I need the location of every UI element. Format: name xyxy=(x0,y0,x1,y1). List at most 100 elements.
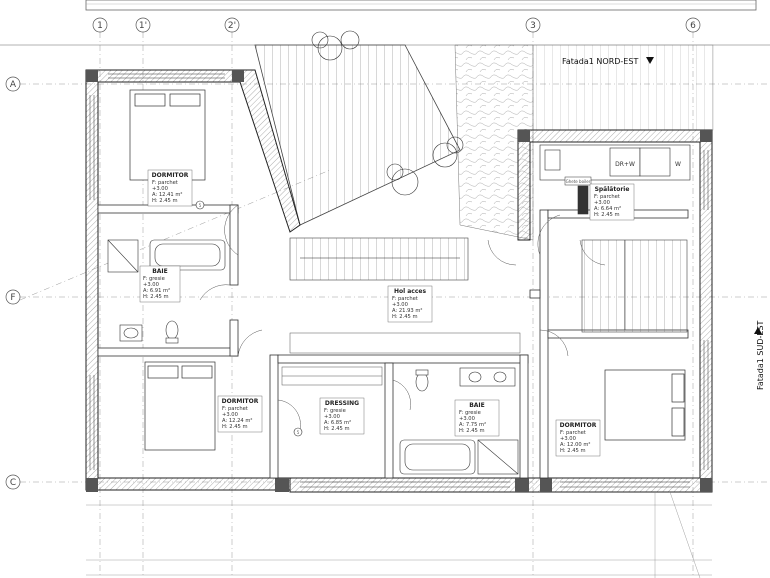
grid-axis-2-prime: 2' xyxy=(224,17,240,33)
svg-text:BAIE: BAIE xyxy=(152,268,168,275)
exterior-walls xyxy=(85,69,713,493)
svg-text:F: parchet: F: parchet xyxy=(152,180,178,186)
section-marker: 5 xyxy=(293,427,303,437)
svg-text:A: 12.24 m²: A: 12.24 m² xyxy=(222,418,253,424)
svg-text:Fatada1 NORD-EST: Fatada1 NORD-EST xyxy=(562,57,638,66)
svg-text:3: 3 xyxy=(530,21,536,31)
svg-text:F: F xyxy=(10,293,15,303)
svg-text:F: parchet: F: parchet xyxy=(392,296,418,302)
room-label-dressing: DRESSING F: gresie +3.00 A: 6.85 m² H: 2… xyxy=(319,397,365,435)
grid-axis-c: C xyxy=(5,474,21,490)
svg-text:5: 5 xyxy=(297,430,300,435)
svg-text:+3.00: +3.00 xyxy=(222,412,238,418)
svg-text:Spălătorie: Spălătorie xyxy=(595,186,630,193)
washer-label: W xyxy=(675,161,681,168)
room-label-baie-1: BAIE F: gresie +3.00 A: 6.91 m² H: 2.45 … xyxy=(139,265,181,303)
svg-text:Fatada1 SUD-EST: Fatada1 SUD-EST xyxy=(756,320,765,390)
svg-text:DORMITOR: DORMITOR xyxy=(560,422,597,429)
svg-text:+3.00: +3.00 xyxy=(143,282,159,288)
svg-text:+3.00: +3.00 xyxy=(459,416,475,422)
shower-icon xyxy=(107,239,139,273)
svg-text:H: 2.45 m: H: 2.45 m xyxy=(152,198,178,204)
bottom-dimension-lines xyxy=(86,491,712,578)
svg-text:1: 1 xyxy=(97,21,103,31)
svg-text:W: W xyxy=(675,161,681,168)
bathtub-icon xyxy=(149,239,226,271)
svg-text:A: 12.00 m²: A: 12.00 m² xyxy=(560,442,591,448)
svg-text:H: 2.45 m: H: 2.45 m xyxy=(324,426,350,432)
roof-slope xyxy=(254,44,714,241)
svg-text:A: 6.91 m²: A: 6.91 m² xyxy=(143,288,170,294)
room-label-baie-2: BAIE F: gresie +3.00 A: 7.75 m² H: 2.45 … xyxy=(454,399,500,437)
svg-text:+3.00: +3.00 xyxy=(152,186,168,192)
grid-axis-1-prime: 1' xyxy=(135,17,151,33)
svg-text:DORMITOR: DORMITOR xyxy=(152,172,189,179)
grid-axis-3: 3 xyxy=(525,17,541,33)
grid-axis-1: 1 xyxy=(92,17,108,33)
svg-text:DR+W: DR+W xyxy=(615,161,635,168)
tree-icon xyxy=(432,136,464,168)
svg-text:H: 2.45 m: H: 2.45 m xyxy=(560,448,586,454)
laundry-counter xyxy=(539,144,691,215)
svg-text:5: 5 xyxy=(199,203,202,208)
facade-south-east-label: Fatada1 SUD-EST xyxy=(754,320,765,390)
svg-text:H: 2.45 m: H: 2.45 m xyxy=(392,314,418,320)
svg-text:H: 2.45 m: H: 2.45 m xyxy=(222,424,248,430)
svg-text:6: 6 xyxy=(690,21,696,31)
staircase xyxy=(289,237,688,333)
svg-text:2': 2' xyxy=(228,21,236,31)
svg-text:H: 2.45 m: H: 2.45 m xyxy=(459,428,485,434)
svg-text:Ghete boiler: Ghete boiler xyxy=(566,179,591,184)
windows xyxy=(89,73,709,488)
svg-text:H: 2.45 m: H: 2.45 m xyxy=(143,294,169,300)
room-label-spalatorie: Spălătorie F: parchet +3.00 A: 6.64 m² H… xyxy=(589,183,635,221)
svg-text:A: 7.75 m²: A: 7.75 m² xyxy=(459,422,486,428)
svg-text:F: gresie: F: gresie xyxy=(324,408,346,414)
svg-text:DRESSING: DRESSING xyxy=(325,400,359,407)
sink-icon xyxy=(119,324,143,342)
tree-icon xyxy=(386,163,419,196)
svg-text:F: gresie: F: gresie xyxy=(143,276,165,282)
tree-icon xyxy=(311,30,360,61)
svg-text:1': 1' xyxy=(139,21,147,31)
svg-text:A: A xyxy=(10,80,17,90)
svg-text:F: parchet: F: parchet xyxy=(222,406,248,412)
toilet-icon xyxy=(415,369,429,392)
svg-text:F: parchet: F: parchet xyxy=(560,430,586,436)
facade-north-east-label: Fatada1 NORD-EST xyxy=(562,57,654,66)
svg-text:A: 21.93 m²: A: 21.93 m² xyxy=(392,308,423,314)
svg-text:+3.00: +3.00 xyxy=(594,200,610,206)
svg-text:+3.00: +3.00 xyxy=(560,436,576,442)
toilet-icon xyxy=(165,320,179,344)
grid-axis-f: F xyxy=(5,289,21,305)
interior-walls xyxy=(97,204,689,479)
svg-text:+3.00: +3.00 xyxy=(324,414,340,420)
bed-icon xyxy=(144,361,216,451)
section-marker: 5 xyxy=(195,200,205,210)
sink-icon xyxy=(459,367,516,387)
dressing-shelves xyxy=(281,332,521,386)
svg-text:A: 6.85 m²: A: 6.85 m² xyxy=(324,420,351,426)
boiler-label: Ghete boiler xyxy=(564,176,592,186)
room-label-dormitor-3: DORMITOR F: parchet +3.00 A: 12.00 m² H:… xyxy=(555,419,601,457)
svg-text:F: parchet: F: parchet xyxy=(594,194,620,200)
room-label-hol-acces: Hol acces F: parchet +3.00 A: 21.93 m² H… xyxy=(387,285,433,323)
svg-text:Hol acces: Hol acces xyxy=(394,288,427,295)
shower-icon xyxy=(477,439,519,475)
svg-text:H: 2.45 m: H: 2.45 m xyxy=(594,212,620,218)
dryer-washer-label: DR+W xyxy=(615,161,635,168)
svg-text:BAIE: BAIE xyxy=(469,402,485,409)
room-label-dormitor-2: DORMITOR F: parchet +3.00 A: 12.24 m² H:… xyxy=(217,395,263,433)
bathtub-icon xyxy=(399,439,476,475)
svg-text:A: 12.41 m²: A: 12.41 m² xyxy=(152,192,183,198)
svg-text:F: gresie: F: gresie xyxy=(459,410,481,416)
door-swings xyxy=(199,204,606,431)
top-neighbour-strip xyxy=(85,0,757,11)
grid-axis-6: 6 xyxy=(685,17,701,33)
bed-icon xyxy=(604,369,686,441)
svg-text:A: 6.64 m²: A: 6.64 m² xyxy=(594,206,621,212)
svg-text:+3.00: +3.00 xyxy=(392,302,408,308)
grid-axis-a: A xyxy=(5,76,21,92)
svg-text:C: C xyxy=(10,478,16,488)
